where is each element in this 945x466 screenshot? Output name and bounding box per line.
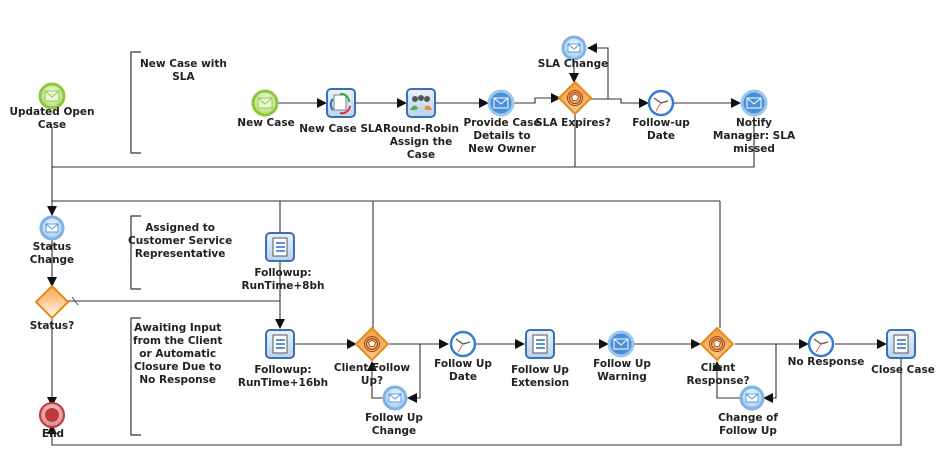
label-provide-case-details: Provide Case Details to New Owner: [463, 117, 541, 155]
timer-follow-up-date[interactable]: [449, 330, 477, 358]
label-no-response: No Response: [787, 356, 865, 368]
flow-close-to-end: [47, 358, 902, 446]
start-event-new-case[interactable]: [251, 89, 279, 117]
checklist-icon: [272, 334, 288, 354]
label-close-case: Close Case: [871, 364, 935, 376]
envelope-icon: [567, 43, 581, 53]
start-event-updated-open-case[interactable]: [38, 82, 66, 110]
envelope-icon: [613, 338, 629, 350]
gateway-status[interactable]: [34, 284, 70, 320]
flow-provide-to-sla-expires: [514, 93, 561, 104]
document-icon: [333, 94, 347, 111]
label-follow-up-extension: Follow Up Extension: [510, 364, 570, 389]
checklist-icon: [532, 334, 548, 354]
gateway-client-response[interactable]: [699, 326, 735, 362]
event-follow-up-change[interactable]: [382, 385, 408, 411]
annotation-awaiting-input: Awaiting Input from the Client or Automa…: [133, 322, 223, 386]
flow-change-to-client-follow-up: [367, 361, 383, 399]
label-end: End: [41, 428, 65, 440]
gateway-client-follow-up[interactable]: [354, 326, 390, 362]
task-close-case[interactable]: [886, 329, 916, 359]
label-followup-16bh: Followup: RunTime+16bh: [237, 364, 329, 389]
task-round-robin-assign[interactable]: [406, 88, 436, 118]
label-client-follow-up: Client Follow Up?: [333, 362, 411, 387]
envelope-icon: [745, 393, 759, 403]
checklist-icon: [893, 334, 909, 354]
flow-notify-return: [52, 117, 755, 168]
label-followup-8bh: Followup: RunTime+8bh: [241, 267, 325, 292]
task-new-case-sla[interactable]: [326, 88, 356, 118]
timer-no-response[interactable]: [807, 330, 835, 358]
event-change-of-follow-up[interactable]: [739, 385, 765, 411]
task-followup-16bh[interactable]: [265, 329, 295, 359]
label-change-of-follow-up: Change of Follow Up: [718, 412, 778, 437]
gateway-sla-expires[interactable]: [557, 80, 593, 116]
label-follow-up-date-top: Follow-up Date: [632, 117, 690, 142]
envelope-icon: [45, 223, 59, 233]
label-status-gateway: Status?: [29, 320, 75, 332]
pentagon-icon: [713, 339, 721, 347]
envelope-icon: [746, 97, 762, 109]
label-client-response: Client Response?: [686, 362, 750, 387]
event-notify-manager[interactable]: [740, 89, 768, 117]
pentagon-icon: [368, 339, 376, 347]
flow-sla-expires-to-sla-change: [587, 43, 609, 100]
label-follow-up-change: Follow Up Change: [365, 412, 423, 437]
event-follow-up-warning[interactable]: [607, 330, 635, 358]
timer-follow-up-date-top[interactable]: [647, 89, 675, 117]
clock-icon: [813, 338, 829, 353]
label-status-change: Status Change: [29, 241, 75, 266]
flow-default-slash: [71, 296, 79, 306]
end-event[interactable]: [39, 402, 65, 428]
event-sla-change[interactable]: [561, 35, 587, 61]
label-sla-expires: SLA Expires?: [535, 117, 611, 129]
label-round-robin: Round-Robin Assign the Case: [382, 123, 460, 161]
flow-change-to-client-response: [712, 361, 740, 399]
label-follow-up-warning: Follow Up Warning: [593, 358, 651, 383]
flow-sla-expires-to-follow-up-date: [589, 98, 649, 108]
clock-icon: [653, 97, 669, 112]
label-new-case: New Case: [237, 117, 295, 129]
label-notify-manager: Notify Manager: SLA missed: [712, 117, 796, 155]
annotation-bracket-new-case-sla: [130, 51, 141, 154]
checklist-icon: [272, 237, 288, 257]
flow-client-follow-up-to-change: [407, 344, 421, 403]
envelope-icon: [44, 90, 60, 102]
refresh-arrows-icon: [339, 92, 351, 103]
flow-client-response-to-change: [763, 344, 777, 403]
pentagon-icon: [571, 93, 579, 101]
label-updated-open-case: Updated Open Case: [9, 106, 95, 131]
envelope-icon: [493, 97, 509, 109]
event-status-change[interactable]: [39, 215, 65, 241]
label-new-case-sla: New Case SLA: [299, 123, 383, 135]
annotation-assigned-csr: Assigned to Customer Service Representat…: [128, 222, 233, 260]
annotation-new-case-sla: New Case with SLA: [140, 58, 227, 83]
clock-icon: [455, 338, 471, 353]
annotation-bracket-awaiting-input: [130, 317, 141, 436]
envelope-icon: [257, 97, 273, 109]
event-provide-case-details[interactable]: [487, 89, 515, 117]
annotation-bracket-assigned-csr: [130, 215, 141, 290]
task-follow-up-extension[interactable]: [525, 329, 555, 359]
label-follow-up-date: Follow Up Date: [434, 358, 492, 383]
envelope-icon: [388, 393, 402, 403]
users-group-icon: [410, 95, 432, 112]
label-sla-change: SLA Change: [537, 58, 609, 70]
task-followup-8bh[interactable]: [265, 232, 295, 262]
